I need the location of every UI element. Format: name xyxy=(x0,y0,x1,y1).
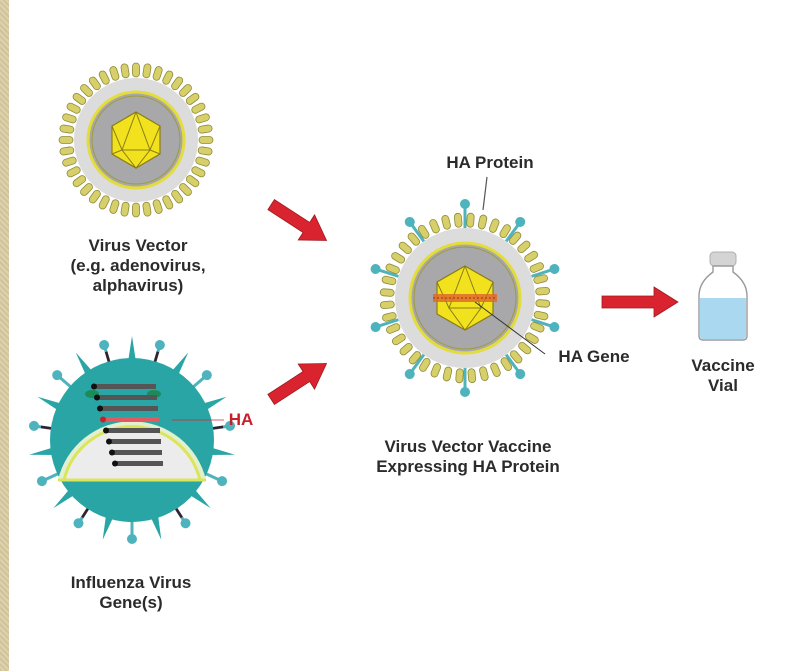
vaccine-subtitle: Expressing HA Protein xyxy=(376,457,560,476)
envelope-spike xyxy=(108,65,121,82)
vaccine-label: Virus Vector Vaccine Expressing HA Prote… xyxy=(376,437,560,477)
envelope-spike xyxy=(380,275,398,286)
gene-segment xyxy=(97,405,158,412)
envelope-spike xyxy=(532,310,550,321)
virus-vector-example: (e.g. adenovirus, xyxy=(70,256,206,275)
envelope-spike xyxy=(455,368,464,384)
vial-subtitle: Vial xyxy=(708,376,738,395)
ha-protein-label: HA Protein xyxy=(446,153,534,172)
envelope-spike xyxy=(515,239,532,255)
envelope-spike xyxy=(499,355,514,373)
envelope-spike xyxy=(416,223,431,241)
envelope-spike xyxy=(194,112,211,125)
envelope-spike xyxy=(379,300,395,310)
envelope-spike xyxy=(429,362,443,379)
envelope-spike xyxy=(132,202,140,218)
gene-segment xyxy=(91,383,156,390)
influenza-virus-icon xyxy=(29,336,235,544)
envelope-spike xyxy=(440,214,452,231)
influenza-subtitle: Gene(s) xyxy=(99,593,163,612)
arrow-right-icon xyxy=(267,198,328,241)
arrow-right-icon xyxy=(601,286,679,318)
influenza-spike xyxy=(201,396,227,412)
envelope-spike xyxy=(161,194,175,211)
envelope-spike xyxy=(487,217,501,234)
envelope-spike xyxy=(197,145,213,156)
envelope-spike xyxy=(453,212,463,228)
envelope-spike xyxy=(151,198,164,215)
vaccine-vial-icon xyxy=(698,251,748,341)
ha-gene-segment xyxy=(100,416,159,423)
influenza-spike xyxy=(150,513,162,540)
envelope-spike xyxy=(65,101,82,115)
envelope-spike xyxy=(194,155,211,168)
envelope-spike xyxy=(379,288,395,297)
envelope-spike xyxy=(477,213,488,231)
envelope-spike xyxy=(108,198,121,215)
envelope-spike xyxy=(141,201,152,217)
envelope-spike xyxy=(535,299,551,308)
envelope-spike xyxy=(466,212,475,228)
influenza-label: Influenza Virus Gene(s) xyxy=(71,573,192,613)
envelope-spike xyxy=(389,250,407,265)
envelope-spike xyxy=(65,165,82,179)
envelope-spike xyxy=(467,368,477,384)
influenza-spike xyxy=(208,447,235,456)
ha-protein-leader xyxy=(482,176,488,211)
envelope-spike xyxy=(397,240,414,256)
envelope-spike xyxy=(428,217,441,235)
gene-segment xyxy=(94,394,157,401)
influenza-spike xyxy=(128,336,136,362)
virus-vector-label: Virus Vector (e.g. adenovirus, alphaviru… xyxy=(70,236,205,296)
envelope-spike xyxy=(58,136,74,144)
envelope-spike xyxy=(151,65,164,82)
vector-virus-icon xyxy=(58,62,214,218)
gene-segment xyxy=(112,460,163,467)
ha-gene-label: HA Gene xyxy=(558,347,630,366)
virus-vector-title: Virus Vector xyxy=(88,236,188,255)
envelope-spike xyxy=(97,194,111,211)
envelope-spike xyxy=(120,63,131,79)
gene-segment xyxy=(106,438,161,445)
envelope-spike xyxy=(390,332,408,347)
envelope-spike xyxy=(407,349,423,366)
gene-segment xyxy=(103,427,160,434)
envelope-spike xyxy=(507,230,523,247)
envelope-spike xyxy=(141,63,152,79)
envelope-spike xyxy=(190,101,207,115)
gene-segment xyxy=(109,449,162,456)
envelope-spike xyxy=(198,136,214,144)
envelope-spike xyxy=(197,124,213,135)
envelope-spike xyxy=(61,112,78,125)
recombinant-virus-icon xyxy=(367,197,563,399)
envelope-spike xyxy=(523,331,541,346)
influenza-spike xyxy=(37,396,63,412)
envelope-spike xyxy=(61,155,78,168)
envelope-spike xyxy=(132,62,140,78)
vial-title: Vaccine xyxy=(691,356,755,375)
arrow-right-icon xyxy=(267,363,328,406)
vaccine-title: Virus Vector Vaccine xyxy=(384,437,552,456)
envelope-spike xyxy=(442,365,453,383)
vial-label: Vaccine Vial xyxy=(691,356,754,396)
influenza-spike xyxy=(29,447,56,456)
left-border xyxy=(0,0,9,671)
envelope-spike xyxy=(161,69,175,86)
envelope-spike xyxy=(190,165,207,179)
envelope-spike xyxy=(97,69,111,86)
envelope-spike xyxy=(59,145,75,156)
virus-vector-example-2: alphavirus) xyxy=(92,276,184,295)
envelope-spike xyxy=(398,341,415,357)
envelope-spike xyxy=(478,365,490,382)
ha-marker-label: HA xyxy=(228,410,254,429)
influenza-title: Influenza Virus xyxy=(70,573,192,592)
envelope-spike xyxy=(535,286,551,296)
envelope-spike xyxy=(522,249,540,264)
influenza-spike xyxy=(102,513,114,540)
envelope-spike xyxy=(120,201,131,217)
envelope-spike xyxy=(59,124,75,135)
envelope-spike xyxy=(489,361,502,379)
